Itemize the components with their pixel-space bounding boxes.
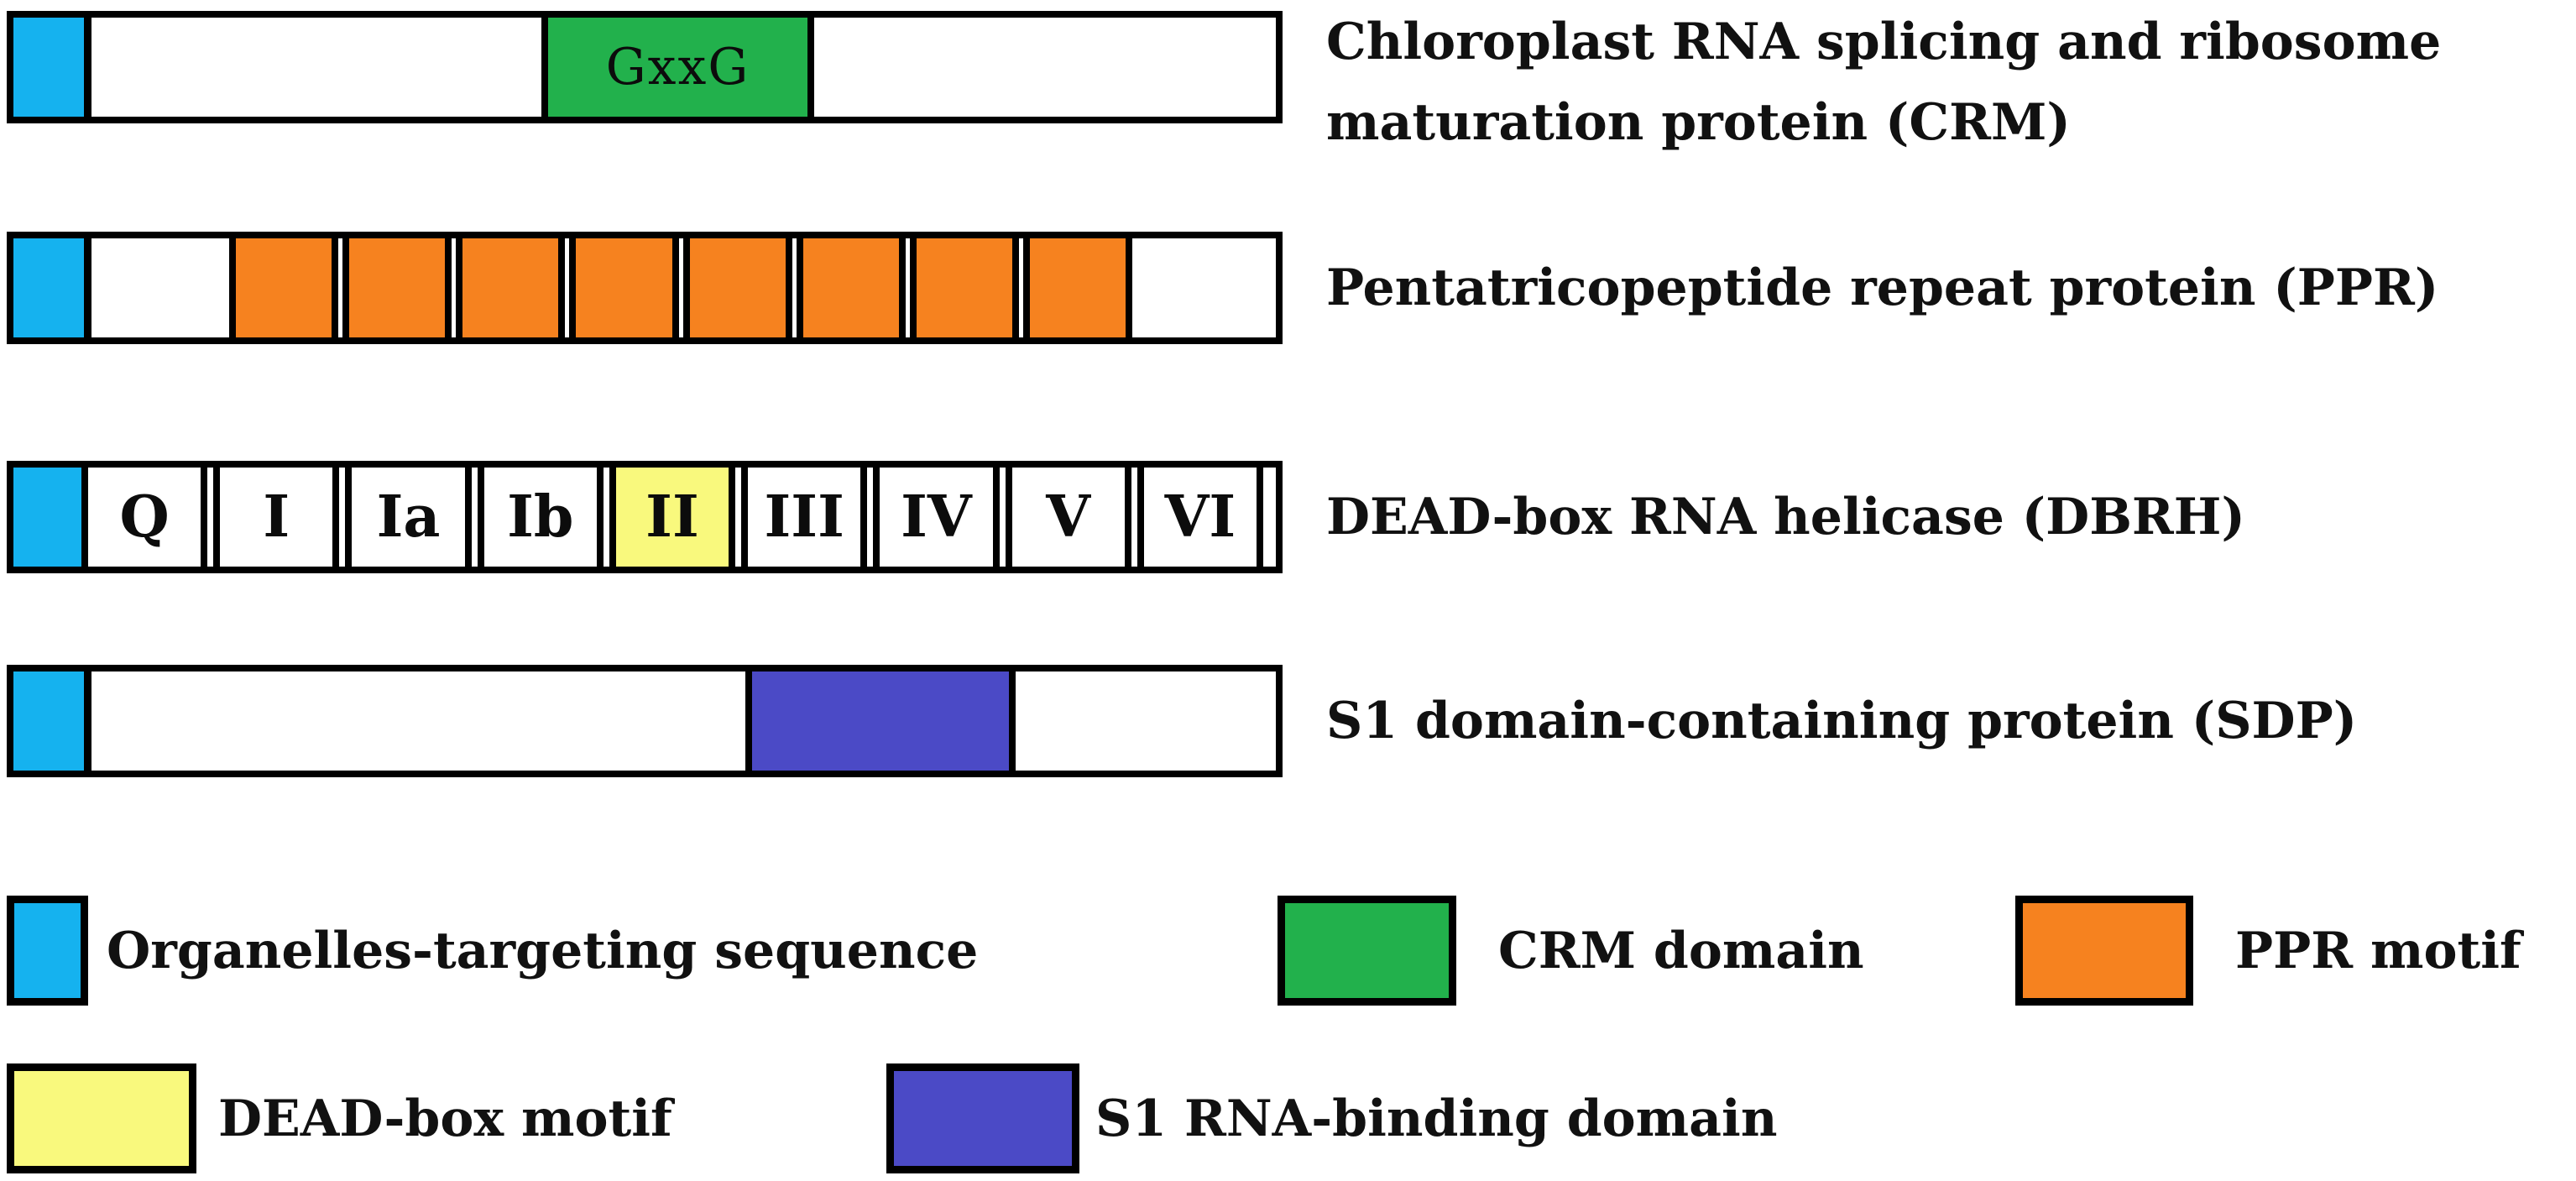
s1-rna-binding-domain-box [745,665,1016,777]
ppr-motif-row [229,232,1132,344]
legend-label-organelles-targeting: Organelles-targeting sequence [107,921,979,980]
dbrh-segment-box-ii-deadbox-motif: II [609,461,736,573]
dbrh-segment-box-ia: Ia [345,461,472,573]
legend-swatch-organelles-targeting [7,896,88,1006]
protein-label-ppr: Pentatricopeptide repeat protein (PPR) [1326,259,2439,317]
legend-label-crm-domain: CRM domain [1498,921,1864,980]
ppr-motif-box [682,232,792,344]
legend-swatch-ppr-motif [2015,896,2193,1006]
dbrh-segment-box-q: Q [81,461,208,573]
legend-swatch-dead-box-motif [7,1063,196,1173]
ppr-motif-box [1022,232,1132,344]
legend-swatch-crm-domain [1278,896,1456,1006]
protein-label-dbrh: DEAD-box RNA helicase (DBRH) [1326,488,2245,546]
ppr-motif-box [569,232,679,344]
organelle-targeting-box [13,18,91,117]
dbrh-segment-box-iii: III [741,461,868,573]
organelle-targeting-box [13,238,91,337]
protein-bar-dbrh: Q I Ia Ib II III IV V VI [7,461,1283,573]
dbrh-segment-box-i: I [213,461,340,573]
protein-label-crm-line1: Chloroplast RNA splicing and ribosome [1326,13,2442,71]
legend-label-ppr-motif: PPR motif [2235,921,2521,980]
protein-label-crm: Chloroplast RNA splicing and ribosome ma… [1326,3,2441,162]
protein-bar-sdp [7,665,1283,777]
protein-label-sdp: S1 domain-containing protein (SDP) [1326,692,2358,750]
organelle-targeting-box [13,671,91,771]
ppr-motif-box [456,232,566,344]
protein-bar-ppr [7,232,1283,344]
dbrh-segment-box-iv: IV [873,461,1000,573]
dbrh-segment-box-vi: VI [1136,461,1263,573]
crm-domain-text: GxxG [605,38,750,97]
ppr-motif-box [909,232,1019,344]
legend-swatch-s1-rna-binding [886,1063,1079,1173]
legend-label-s1-rna-binding: S1 RNA-binding domain [1095,1089,1778,1148]
dbrh-segment-box-ib: Ib [477,461,604,573]
organelle-targeting-box [13,468,91,567]
ppr-motif-box [796,232,906,344]
protein-bar-crm: GxxG [7,11,1283,123]
crm-domain-box: GxxG [541,11,814,123]
ppr-motif-box [229,232,339,344]
protein-label-crm-line2: maturation protein (CRM) [1326,93,2071,152]
dbrh-segment-box-v: V [1005,461,1131,573]
legend-label-dead-box-motif: DEAD-box motif [218,1089,672,1148]
dbrh-segment-row: Q I Ia Ib II III IV V VI [81,461,1263,573]
ppr-motif-box [342,232,452,344]
